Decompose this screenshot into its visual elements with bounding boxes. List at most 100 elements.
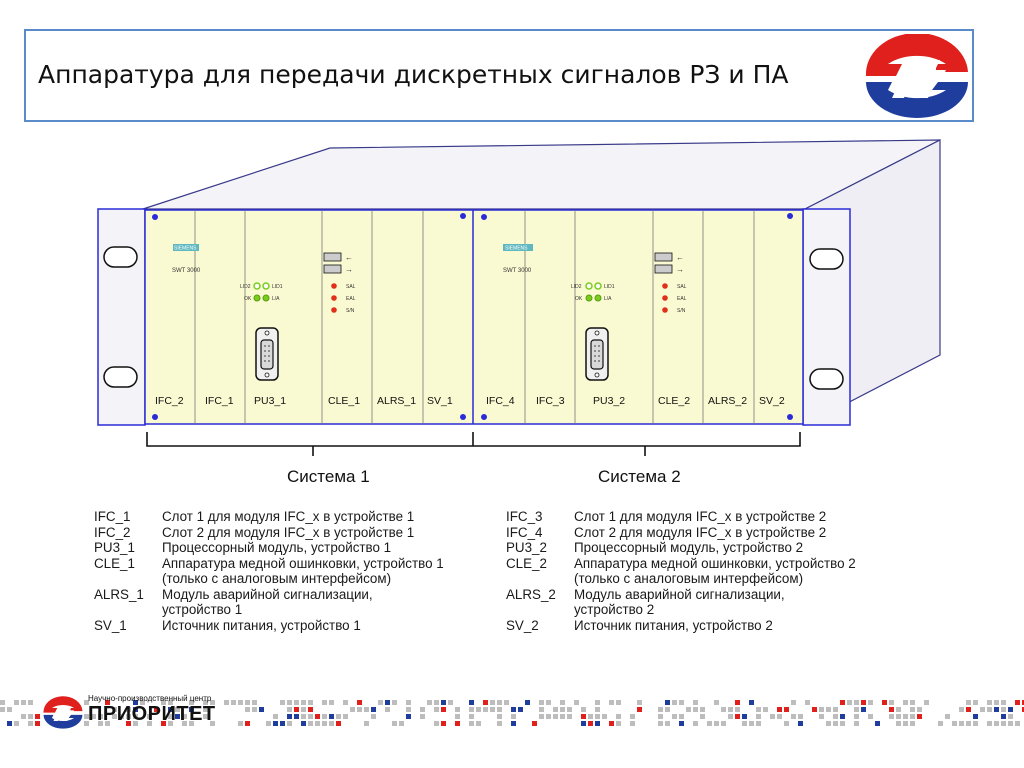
pattern-square xyxy=(581,721,586,726)
legend-code: SV_2 xyxy=(506,617,539,633)
slot-label: SV_1 xyxy=(427,395,453,407)
pattern-square xyxy=(511,707,516,712)
pattern-square xyxy=(637,707,642,712)
pattern-square xyxy=(175,714,180,719)
pattern-square xyxy=(28,700,33,705)
pattern-square xyxy=(126,714,131,719)
pattern-square xyxy=(336,714,341,719)
pattern-square xyxy=(364,707,369,712)
pattern-square xyxy=(826,721,831,726)
pattern-square xyxy=(756,721,761,726)
pattern-square xyxy=(959,707,964,712)
pattern-square xyxy=(336,721,341,726)
pattern-square xyxy=(588,721,593,726)
pattern-square xyxy=(847,700,852,705)
pattern-square xyxy=(595,714,600,719)
pattern-square xyxy=(1015,700,1020,705)
pattern-square xyxy=(658,714,663,719)
pattern-square xyxy=(315,714,320,719)
legend-code: IFC_4 xyxy=(506,524,543,540)
pattern-square xyxy=(378,700,383,705)
legend-code: SV_1 xyxy=(94,617,127,633)
led-green xyxy=(594,294,602,302)
pattern-square xyxy=(315,721,320,726)
legend-code: CLE_1 xyxy=(94,555,135,571)
pattern-square xyxy=(133,721,138,726)
legend-code: IFC_3 xyxy=(506,509,543,524)
legend-desc: Слот 2 для модуля IFC_x в устройстве 1 xyxy=(162,524,415,540)
company-logo-icon xyxy=(865,34,968,118)
pattern-square xyxy=(966,700,971,705)
pattern-square xyxy=(112,714,117,719)
pattern-square xyxy=(560,714,565,719)
pattern-square xyxy=(840,721,845,726)
legend-desc: Источник питания, устройство 2 xyxy=(574,617,773,633)
pattern-square xyxy=(1008,707,1013,712)
pattern-square xyxy=(616,714,621,719)
pattern-square xyxy=(777,707,782,712)
pattern-square xyxy=(14,721,19,726)
pattern-square xyxy=(112,707,117,712)
pattern-square xyxy=(35,721,40,726)
pattern-square xyxy=(497,707,502,712)
pattern-square xyxy=(294,714,299,719)
pattern-square xyxy=(469,714,474,719)
panel-screws xyxy=(152,213,793,420)
pattern-square xyxy=(308,714,313,719)
pattern-square xyxy=(308,700,313,705)
pattern-square xyxy=(875,721,880,726)
pattern-square xyxy=(973,714,978,719)
mount-hole xyxy=(809,248,844,270)
pattern-square xyxy=(392,700,397,705)
pattern-square xyxy=(483,707,488,712)
pattern-square xyxy=(742,721,747,726)
pattern-square xyxy=(168,721,173,726)
pattern-square xyxy=(539,700,544,705)
pattern-square xyxy=(105,721,110,726)
pattern-square xyxy=(252,700,257,705)
pattern-square xyxy=(637,700,642,705)
pattern-square xyxy=(133,707,138,712)
pattern-square xyxy=(525,700,530,705)
led-green xyxy=(262,294,270,302)
pattern-square xyxy=(294,700,299,705)
device-model: SWT 3000 xyxy=(172,268,201,274)
pattern-square xyxy=(469,707,474,712)
pattern-square xyxy=(322,700,327,705)
legend-desc: Аппаратура медной ошинковки, устройство … xyxy=(574,555,856,587)
led-red xyxy=(662,283,668,289)
pattern-square xyxy=(994,707,999,712)
pattern-square xyxy=(434,707,439,712)
slide-header: Аппаратура для передачи дискретных сигна… xyxy=(24,29,974,122)
pattern-square xyxy=(546,714,551,719)
pattern-square xyxy=(308,707,313,712)
led-label: LID2 xyxy=(571,284,582,290)
pattern-square xyxy=(1001,707,1006,712)
footer-company-name: ПРИОРИТЕТ xyxy=(88,703,216,725)
pattern-square xyxy=(805,700,810,705)
pattern-square xyxy=(7,721,12,726)
pattern-square xyxy=(609,700,614,705)
legend-row: SV_2 Источник питания, устройство 2 xyxy=(506,618,926,634)
pattern-square xyxy=(357,700,362,705)
pattern-square xyxy=(980,707,985,712)
pattern-square xyxy=(266,721,271,726)
page-title: Аппаратура для передачи дискретных сигна… xyxy=(38,60,789,89)
pattern-square xyxy=(434,721,439,726)
pattern-square xyxy=(854,721,859,726)
pattern-square xyxy=(469,721,474,726)
legend-code: PU3_2 xyxy=(506,540,547,555)
pattern-square xyxy=(994,700,999,705)
pattern-square xyxy=(140,700,145,705)
pattern-square xyxy=(756,714,761,719)
decorative-pattern xyxy=(0,700,1024,726)
arrow-icon: → xyxy=(345,265,353,274)
pattern-square xyxy=(910,721,915,726)
pattern-square xyxy=(812,707,817,712)
device-model: SWT 3000 xyxy=(503,268,532,274)
pattern-square xyxy=(91,714,96,719)
pattern-square xyxy=(301,700,306,705)
